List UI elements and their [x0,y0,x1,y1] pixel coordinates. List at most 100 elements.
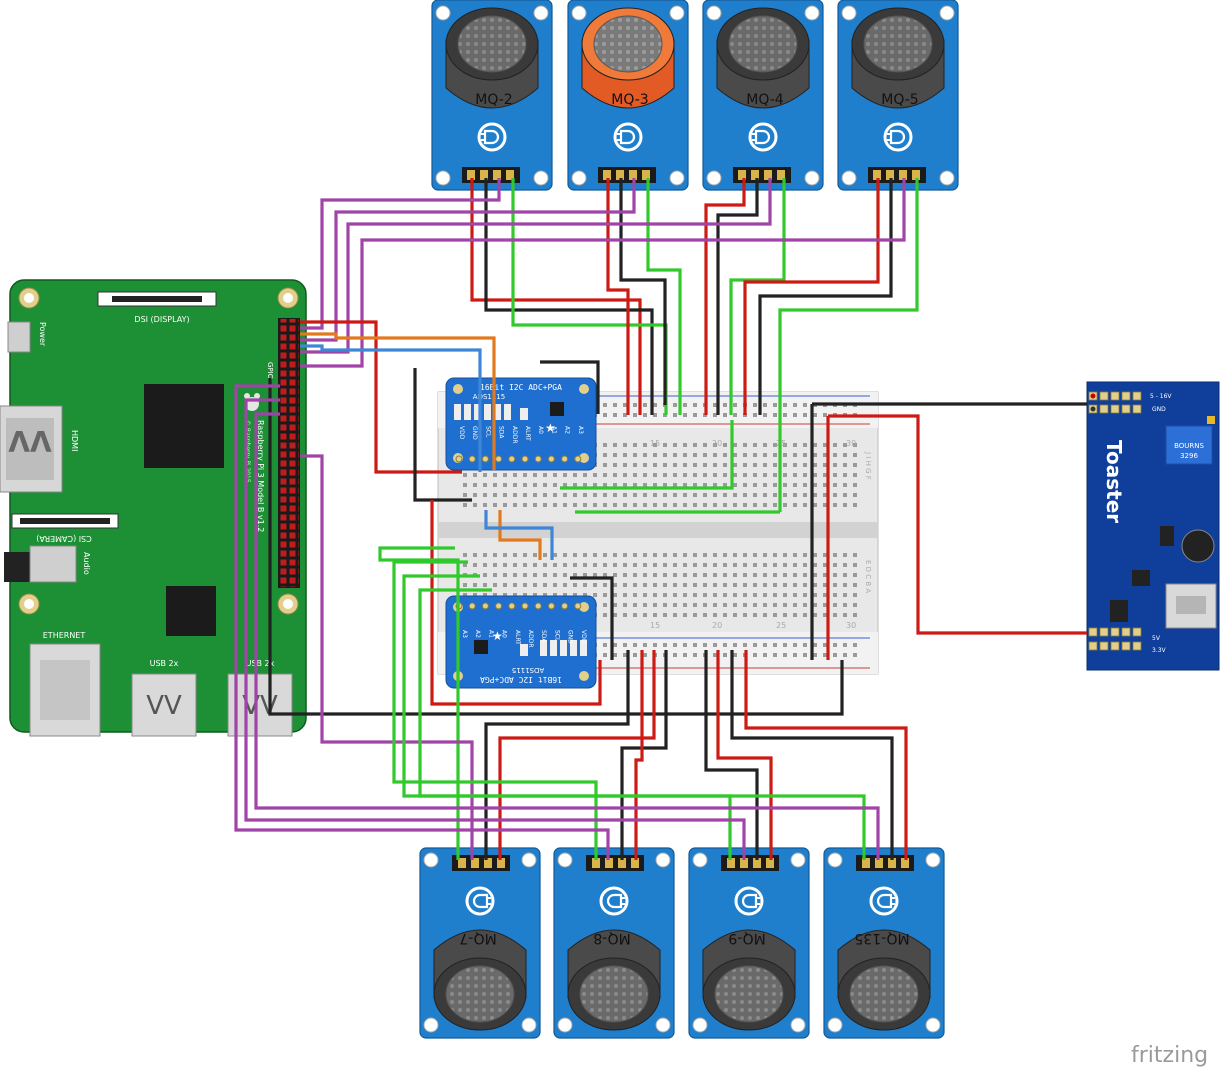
sensor-pin [467,170,475,180]
svg-text:★: ★ [545,421,556,435]
wire-blue [484,510,554,560]
sensor-label: MQ-4 [746,92,784,108]
adc-bottom-pin [521,602,529,610]
sensor-pin [629,170,637,180]
wire-purple [300,178,772,354]
sensor-pin [899,170,907,180]
csi-label: CSI (CAMERA) [36,534,92,543]
toaster-out-33v: 3.3V [1152,647,1167,654]
adc-bottom-pin-label: VDD [580,630,587,644]
sensor-pin [727,858,735,868]
svg-text:VV: VV [242,691,278,721]
wire-black [730,650,894,860]
wire-orange [498,510,542,560]
adc-top-pin-label: ADDR [511,426,518,444]
sensor-row-top: MQ-2 MQ-3 MQ-4 MQ-5 [431,0,959,191]
wire-red [744,650,908,860]
svg-text:ΛΛ: ΛΛ [8,426,52,459]
adc-bottom-pin [508,602,516,610]
toaster-name: Toaster [1102,440,1126,523]
wire-black [540,360,600,414]
adc-bottom-chip: ADS1115 [512,666,544,674]
sensor-pin [603,170,611,180]
sensor-pin [605,858,613,868]
adc-bottom-pin [534,602,542,610]
wire-purple [300,178,906,368]
hdmi-label: HDMI [70,430,79,451]
sensor-pin [506,170,514,180]
gas-sensor-mq-7: MQ-7 [419,847,541,1039]
sensor-pin [631,858,639,868]
sensor-pin [458,858,466,868]
sensor-pin [875,858,883,868]
adc-top-pin [534,455,542,463]
toaster-pin-gnd: GND [1152,406,1166,413]
sensor-logo-icon [734,886,764,916]
sensor-logo-icon [465,886,495,916]
wire-purple [234,384,610,860]
wire-red [828,414,1087,635]
gpio-label: GPIO [266,362,274,380]
adc-top-pin [495,455,503,463]
pi-model-label: Raspberry Pi 3 Model B v1.2 [256,420,265,532]
wire-green [778,178,919,512]
wire-purple [300,178,636,342]
sensor-logo-icon [477,122,507,152]
adc-top-pin [481,455,489,463]
wire-black [619,178,667,405]
adc-top-title: 16Bit I2C ADC+PGA [480,383,562,392]
sensor-logo-icon [869,886,899,916]
adc-bottom-pin [574,602,582,610]
adc-top-pin [455,455,463,463]
adc-top-pin [468,455,476,463]
adc-top-pin [547,455,555,463]
adc-bottom-pin-label: GND [567,630,574,644]
sensor-label: MQ-2 [475,92,512,108]
sensor-pin [766,858,774,868]
sensor-pin [862,858,870,868]
sensor-label: MQ-7 [459,930,496,946]
gas-sensor-mq-4: MQ-4 [702,0,824,191]
wire-black [484,178,654,415]
wire-red [300,320,462,474]
adc-bottom-pin-label: SCL [553,630,560,642]
toaster-pot-number: 3296 [1180,452,1198,460]
adc-bottom-pin-label: A1 [487,630,494,638]
gas-sensor-mq-8: MQ-8 [553,847,675,1039]
wire-black [704,650,759,860]
fritzing-watermark: fritzing [1131,1043,1209,1068]
wire-black [620,650,668,860]
sensor-pin [873,170,881,180]
col-15-top: 15 [650,439,660,448]
col-20-bottom: 20 [712,621,722,630]
ethernet-label: ETHERNET [43,631,86,640]
wire-green [418,588,866,860]
col-15-bottom: 15 [650,621,660,630]
adc-bottom-pin [481,602,489,610]
sensor-pin [480,170,488,180]
sensor-pin [764,170,772,180]
wire-purple [300,178,501,330]
sensor-logo-icon [613,122,643,152]
svg-text:★: ★ [492,629,503,643]
gas-sensor-mq-5: MQ-5 [837,0,959,191]
toaster-pot-brand: BOURNS [1174,442,1204,450]
wire-layer [234,178,1087,860]
adc-top-pin-label: SDA [498,426,505,439]
sensor-pin [618,858,626,868]
adc-bottom-title: 16Bit I2C ADC+PGA [480,675,562,684]
adc-top-pin-label: A3 [577,426,584,434]
wire-green [560,420,734,490]
sensor-logo-icon [883,122,913,152]
sensor-pin [753,858,761,868]
sensor-pin [642,170,650,180]
wire-black [570,576,614,660]
wire-orange [300,332,496,470]
power-label: Power [38,322,47,347]
sensor-label: MQ-3 [611,92,648,108]
gas-sensor-mq-135: MQ-135 [823,847,945,1039]
rows-bottom-label: E D C B A [864,560,872,593]
